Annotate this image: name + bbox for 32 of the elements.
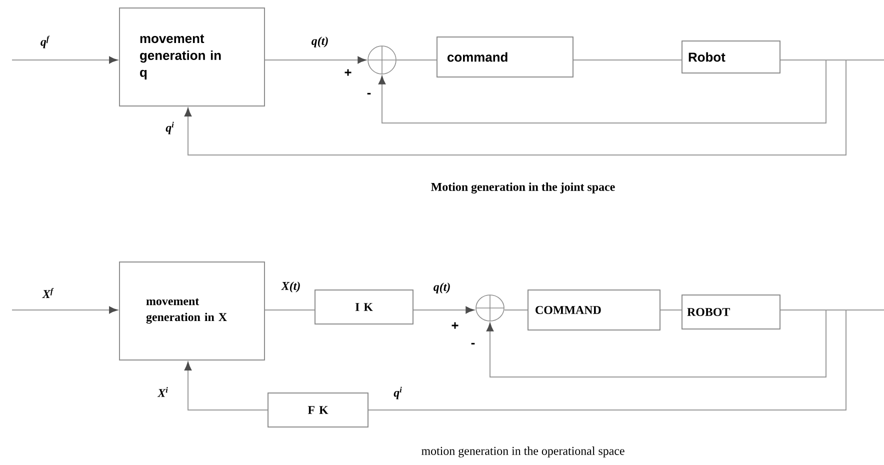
- block-box: movement generation in q: [119, 8, 265, 106]
- sign-label: -: [367, 92, 371, 94]
- block-box: I K: [314, 290, 414, 324]
- summing-junction: [476, 294, 504, 322]
- edge-label: q$^{i}$: [392, 386, 404, 400]
- block-box: COMMAND: [528, 290, 660, 330]
- edge-label: X$^{f}$: [41, 287, 55, 299]
- arrow: [184, 60, 846, 156]
- arrow: [486, 310, 826, 378]
- summing-junction: [368, 46, 396, 74]
- edge-label: q(t): [310, 36, 330, 48]
- caption: Motion generation in the joint space: [431, 182, 615, 194]
- block-box: Robot: [682, 40, 780, 74]
- arrow: [264, 56, 366, 64]
- arrow: [12, 306, 118, 314]
- edge-label: X(t): [280, 280, 302, 294]
- arrow: [12, 56, 118, 64]
- block-box: movement generation in X: [119, 262, 265, 360]
- arrow: [378, 60, 826, 124]
- edge-label: q$^{f}$: [39, 34, 51, 50]
- sign-label: +: [452, 322, 458, 329]
- arrow: [413, 306, 474, 314]
- block-box: F K: [268, 392, 368, 428]
- arrow: [184, 362, 268, 410]
- sign-label: +: [344, 69, 352, 76]
- caption: motion generation in the operational space: [422, 446, 624, 458]
- block-box: command: [436, 36, 574, 78]
- sign-label: -: [471, 342, 475, 344]
- edge-label: X$^{i}$: [156, 386, 170, 398]
- edge-label: q$^{i}$: [164, 120, 176, 136]
- block-box: ROBOT: [682, 294, 780, 330]
- edge-label: q(t): [432, 282, 452, 294]
